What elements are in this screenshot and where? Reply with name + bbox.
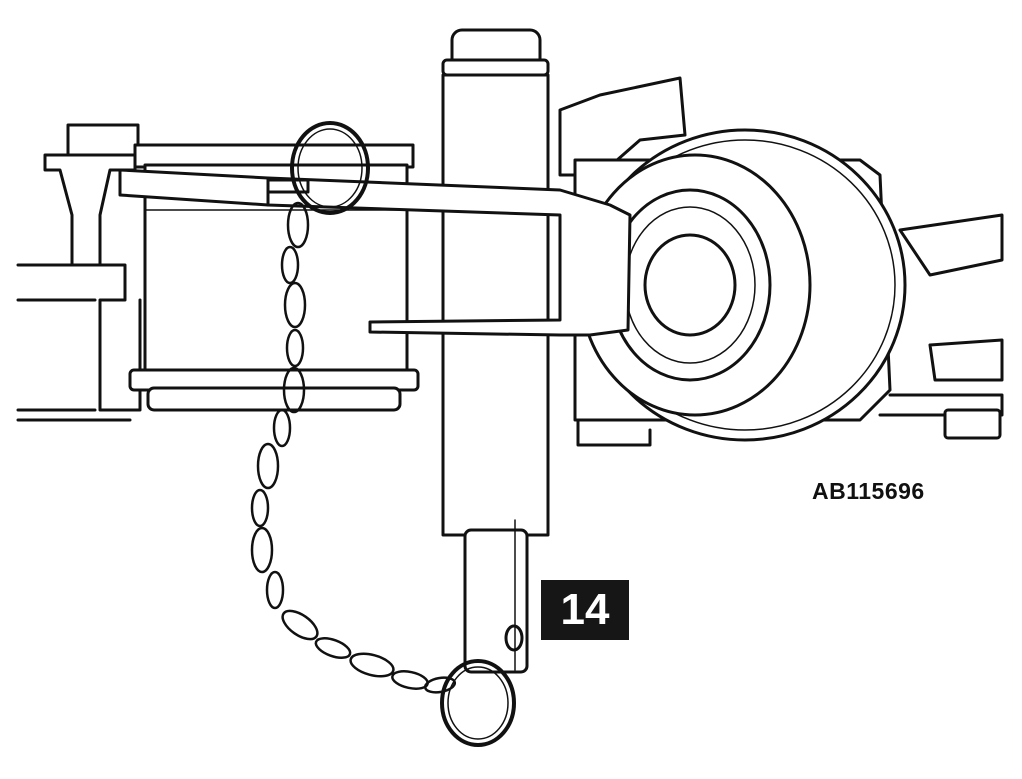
step-number-badge: 14 xyxy=(541,580,629,640)
reference-code: AB115696 xyxy=(812,478,925,504)
split-ring-bottom xyxy=(440,659,516,747)
wheel-hub xyxy=(558,76,1004,447)
safety-chain xyxy=(250,201,457,694)
mounting-frame xyxy=(16,123,142,422)
split-ring-top xyxy=(290,121,370,215)
lifting-pin xyxy=(441,28,550,674)
